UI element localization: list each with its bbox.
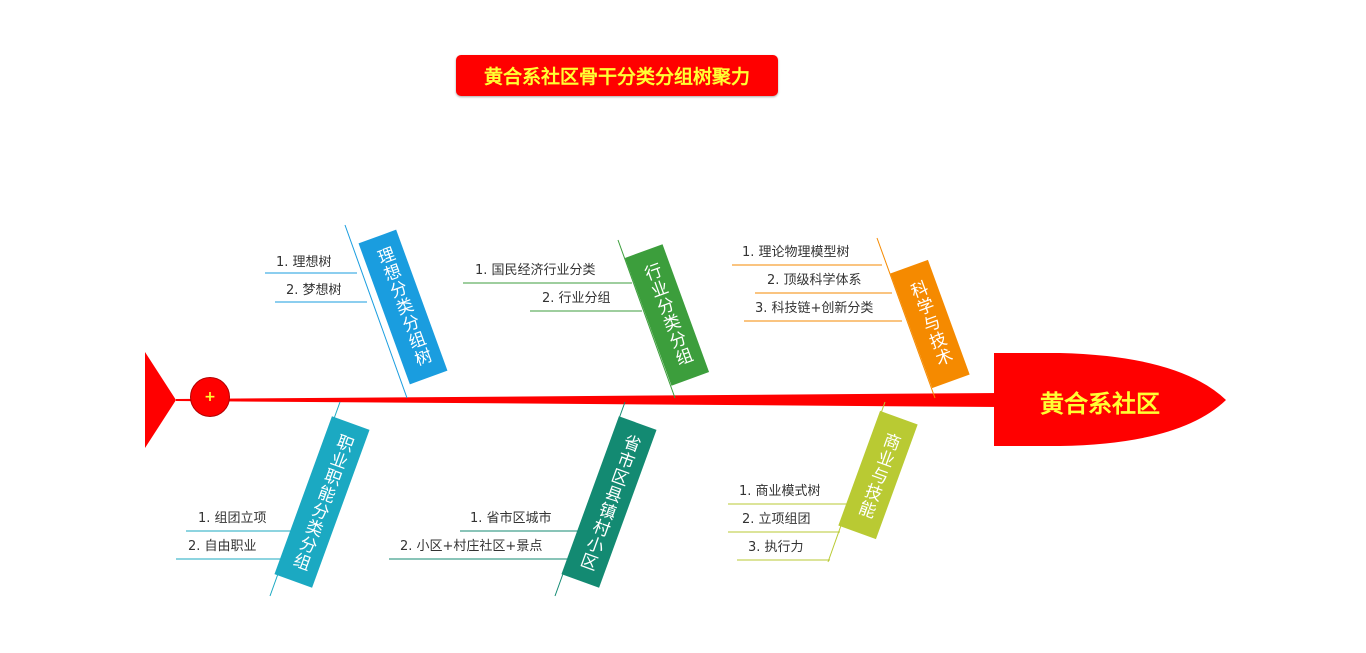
leaf-item[interactable]: 1. 理想树	[276, 255, 332, 270]
diagram-title[interactable]: 黄合系社区骨干分类分组树聚力	[456, 55, 778, 96]
leaf-item[interactable]: 1. 理论物理模型树	[742, 245, 850, 260]
fish-spine	[176, 393, 1000, 407]
leaf-item[interactable]: 3. 执行力	[748, 540, 804, 555]
leaf-item[interactable]: 2. 行业分组	[542, 291, 611, 306]
leaf-item[interactable]: 1. 组团立项	[198, 511, 267, 526]
fish-head	[994, 353, 1226, 446]
bone-ideal	[344, 224, 408, 399]
fish-tail	[145, 352, 176, 448]
leaf-item[interactable]: 2. 顶级科学体系	[767, 273, 862, 288]
leaf-item[interactable]: 2. 小区+村庄社区+景点	[400, 539, 543, 554]
leaf-item[interactable]: 1. 国民经济行业分类	[475, 263, 596, 278]
leaf-item[interactable]: 2. 立项组团	[742, 512, 811, 527]
leaf-item[interactable]: 3. 科技链+创新分类	[755, 301, 874, 316]
expand-button[interactable]: +	[190, 377, 230, 417]
leaf-item[interactable]: 2. 梦想树	[286, 283, 342, 298]
leaf-item[interactable]: 2. 自由职业	[188, 539, 257, 554]
leaf-item[interactable]: 1. 省市区城市	[470, 511, 552, 526]
leaf-item[interactable]: 1. 商业模式树	[739, 484, 821, 499]
